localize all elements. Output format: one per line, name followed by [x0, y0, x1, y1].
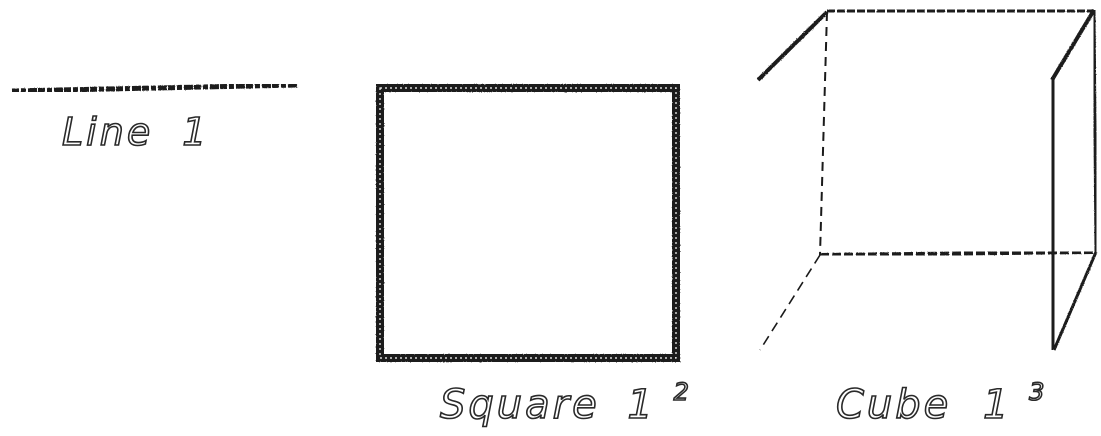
cube-figure: Cube 1 3 [758, 10, 1096, 428]
line-figure: Line 1 [12, 85, 298, 154]
line-label: Line 1 [62, 110, 209, 154]
cube-top-back-edge [827, 10, 1094, 12]
cube-front-right-edge [1052, 80, 1054, 350]
cube-back-bottom-diagonal [760, 255, 820, 350]
cube-top-left-edge [758, 12, 827, 80]
cube-right-back-edge [1094, 10, 1096, 252]
cube-label: Cube 1 3 [836, 378, 1047, 428]
square-label: Square 1 2 [440, 378, 692, 428]
square-outline [380, 88, 676, 358]
line-segment [12, 85, 298, 91]
square-figure: Square 1 2 [380, 88, 692, 428]
cube-top-right-edge [1052, 10, 1094, 80]
cube-back-left-edge [820, 12, 827, 255]
cube-right-bottom-edge [1054, 252, 1096, 350]
